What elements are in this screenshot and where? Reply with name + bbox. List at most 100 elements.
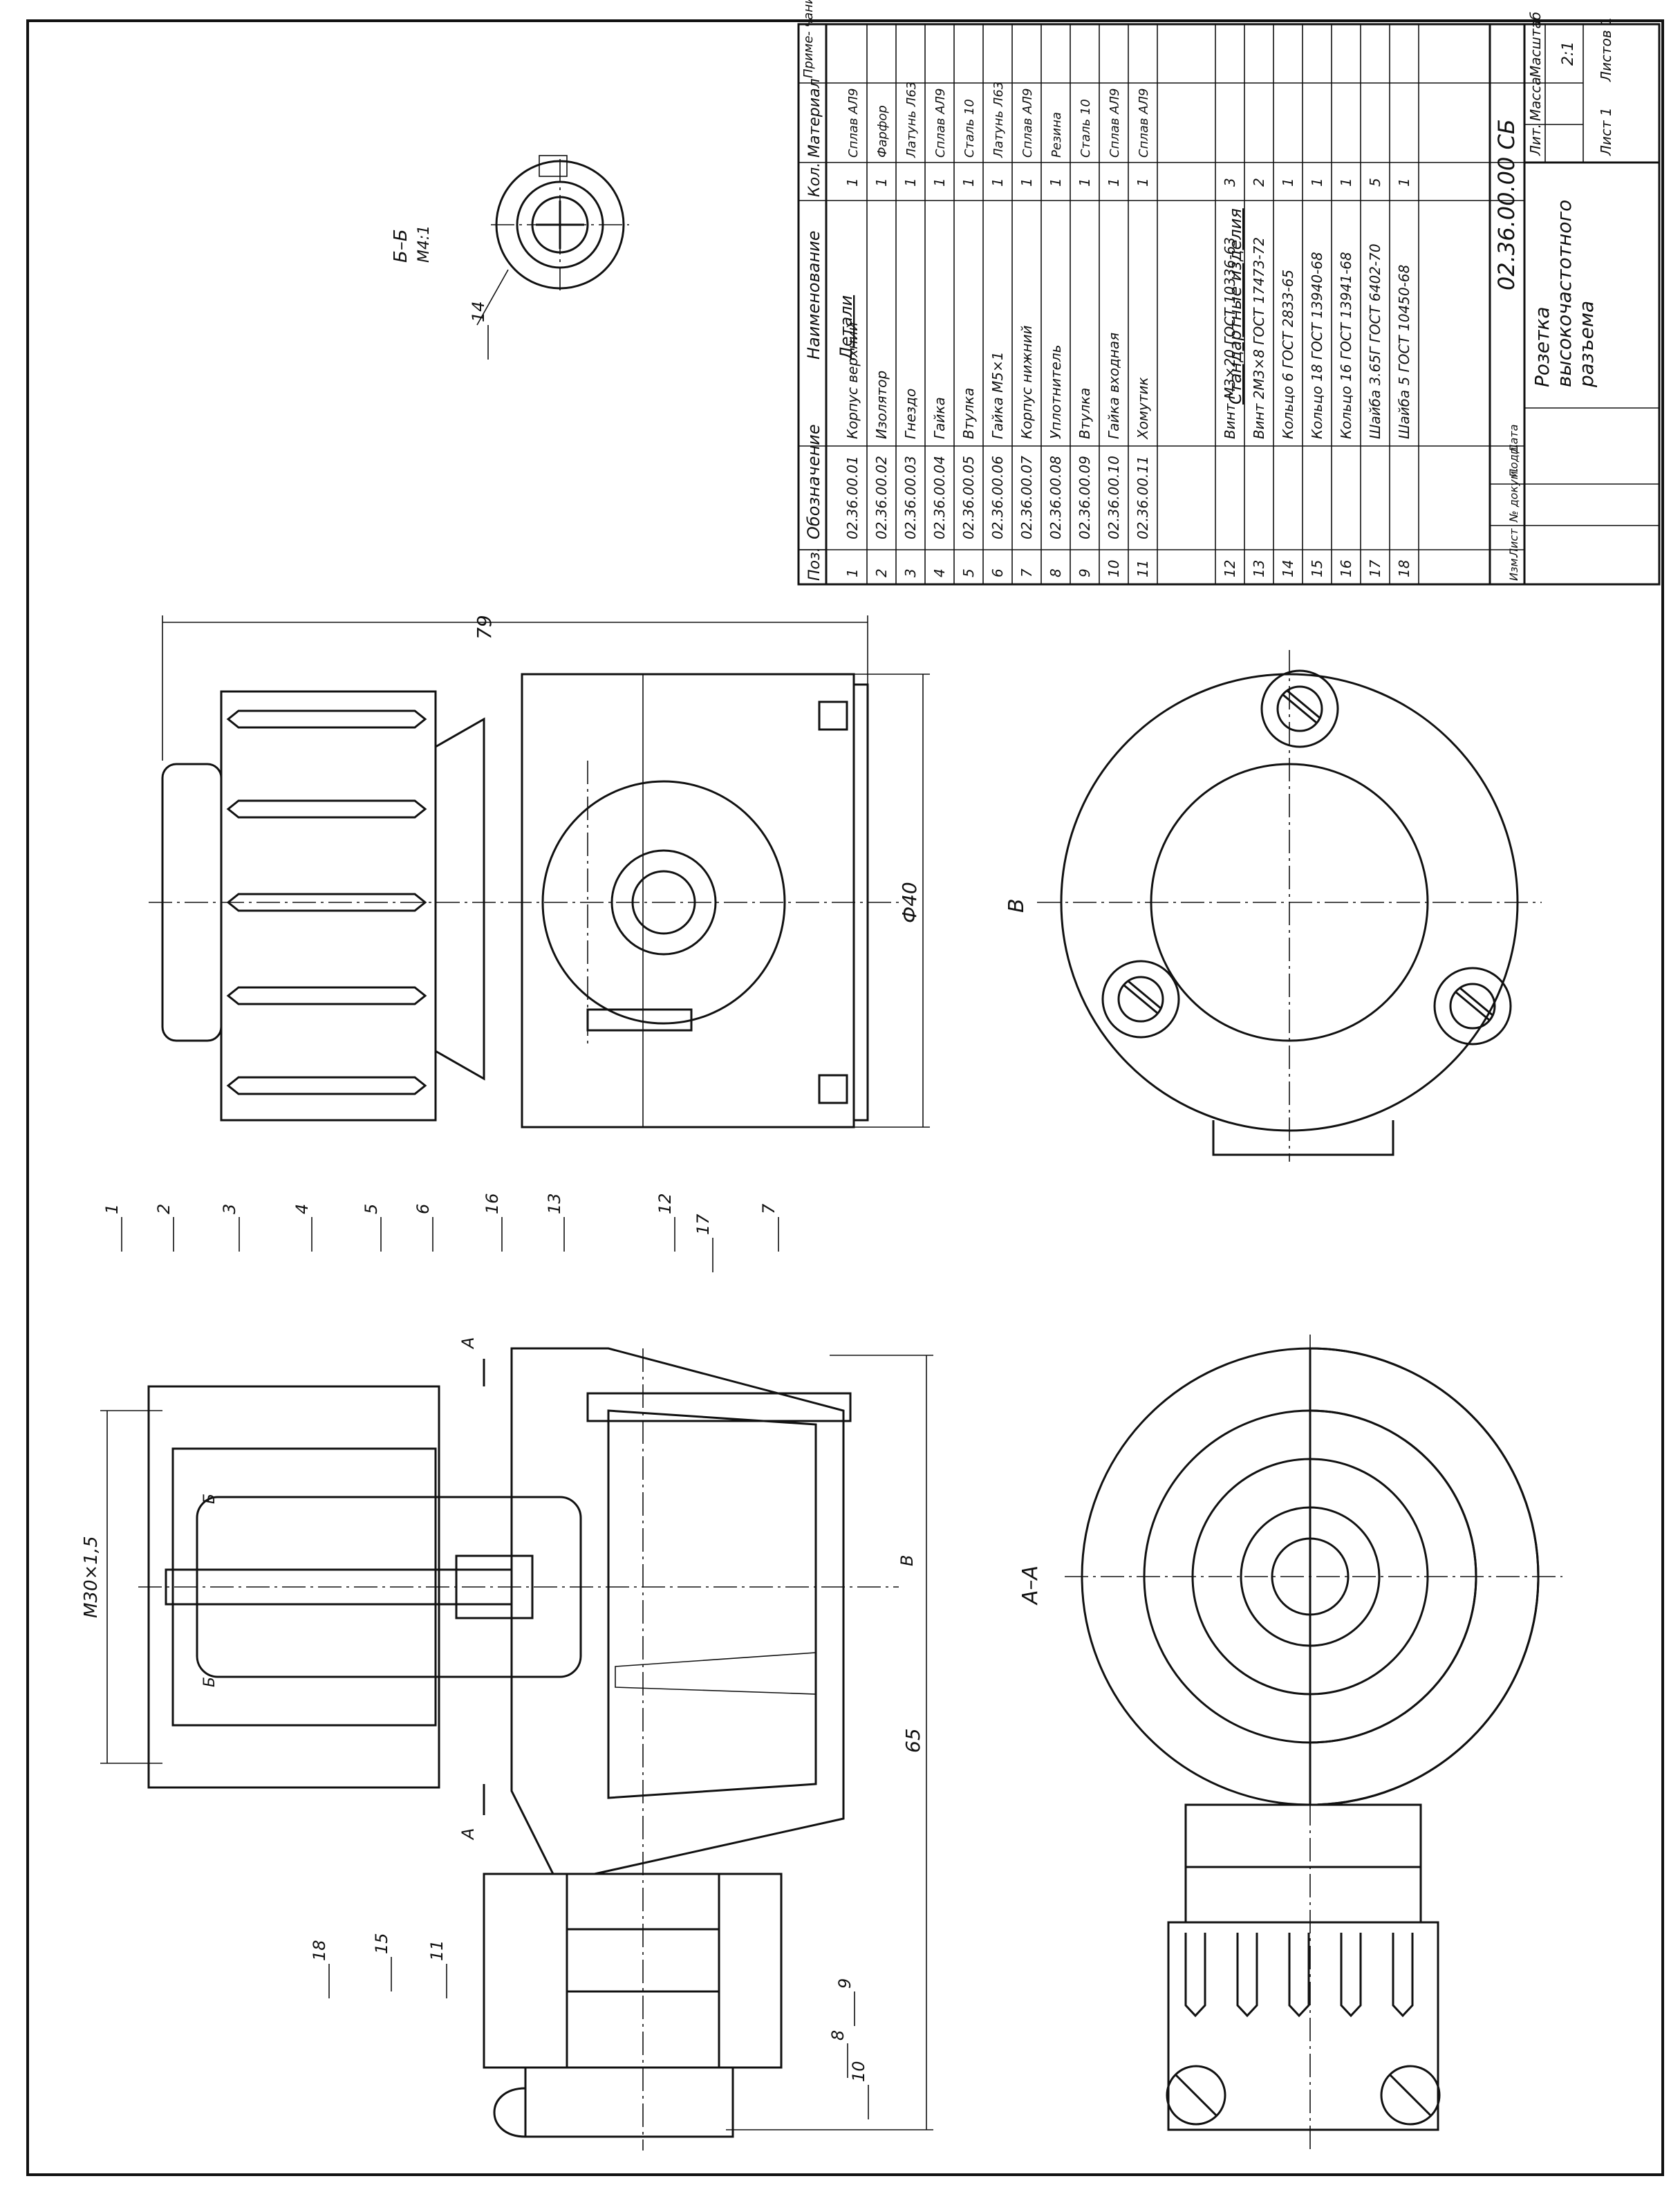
bom-name: Корпус верхний bbox=[844, 322, 861, 439]
bom-name: Кольцо 18 ГОСТ 13940-68 bbox=[1309, 252, 1325, 439]
bom-pos: 2 bbox=[873, 568, 890, 577]
callout-label: 15 bbox=[372, 1933, 392, 1991]
bom-pos: 1 bbox=[844, 568, 861, 577]
bom-pos: 18 bbox=[1396, 560, 1412, 577]
knurl-groove bbox=[226, 709, 427, 729]
svg-text:10: 10 bbox=[849, 2061, 868, 2082]
bom-pos: 9 bbox=[1076, 568, 1093, 577]
dim-79: 79 bbox=[473, 615, 496, 640]
knurl-groove bbox=[226, 986, 427, 1005]
svg-text:1: 1 bbox=[102, 1204, 122, 1214]
svg-text:9: 9 bbox=[835, 1978, 855, 1989]
callout-label: 4 bbox=[292, 1204, 312, 1252]
svg-text:17: 17 bbox=[693, 1214, 713, 1235]
bom-designation: 02.36.00.09 bbox=[1076, 456, 1093, 539]
bom-pos: 6 bbox=[989, 568, 1006, 577]
bom-pos: 8 bbox=[1047, 568, 1064, 577]
callout-label: 8 bbox=[828, 2030, 848, 2078]
side-view: 79 Ф40 bbox=[149, 615, 930, 1128]
bom-designation: 02.36.00.04 bbox=[931, 456, 948, 539]
bom-qty: 1 bbox=[1018, 178, 1035, 187]
bom-name: Винт М3×20 ГОСТ 10336-63 bbox=[1222, 237, 1238, 439]
bom-qty: 1 bbox=[902, 178, 919, 187]
callout-label: 11 bbox=[427, 1940, 447, 1998]
svg-text:18: 18 bbox=[310, 1940, 329, 1961]
bom-header-material: Материал bbox=[806, 78, 823, 158]
section-aa-label: А–А bbox=[1018, 1566, 1043, 1606]
bom-qty: 5 bbox=[1367, 178, 1383, 187]
doc-number: 02.36.00.00 СБ bbox=[1493, 119, 1520, 290]
callout-label: 10 bbox=[849, 2061, 869, 2119]
bom-material: Сплав АЛ9 bbox=[1137, 88, 1151, 158]
bom-pos: 17 bbox=[1367, 559, 1383, 577]
screw-head bbox=[1433, 967, 1512, 1046]
bom-material: Сплав АЛ9 bbox=[846, 88, 861, 158]
bom-designation: 02.36.00.02 bbox=[873, 456, 890, 539]
bom-material: Сплав АЛ9 bbox=[933, 88, 948, 158]
callout-label: 1 bbox=[102, 1204, 122, 1252]
callout-label: 6 bbox=[413, 1204, 433, 1252]
bom-material: Сплав АЛ9 bbox=[1020, 88, 1035, 158]
bom-name: Шайба 3.65Г ГОСТ 6402-70 bbox=[1367, 243, 1383, 439]
knurl-groove bbox=[226, 799, 427, 819]
bom-material: Сталь 10 bbox=[962, 99, 977, 158]
callout-label: 18 bbox=[310, 1940, 330, 1998]
dim-thread: М30×1,5 bbox=[81, 1536, 102, 1618]
bom-header-qty: Кол. bbox=[806, 162, 823, 197]
bom-designation: 02.36.00.07 bbox=[1018, 456, 1035, 539]
bom-qty: 2 bbox=[1251, 178, 1267, 187]
cut-marker-v: В bbox=[897, 1555, 917, 1566]
svg-text:2: 2 bbox=[154, 1204, 174, 1214]
bom-pos: 5 bbox=[960, 568, 977, 577]
bom-qty: 1 bbox=[1280, 178, 1296, 187]
dim-65: 65 bbox=[902, 1728, 924, 1753]
knurl-groove bbox=[1288, 1933, 1310, 2018]
bom-qty: 1 bbox=[1135, 178, 1151, 187]
callout-label: 14 bbox=[469, 301, 489, 360]
view-b-label: В bbox=[1005, 898, 1029, 913]
rev-list: Лист bbox=[1507, 528, 1520, 557]
view-b: В bbox=[1005, 650, 1542, 1162]
bom-pos: 7 bbox=[1018, 568, 1035, 577]
svg-text:4: 4 bbox=[292, 1204, 312, 1214]
bom-qty: 1 bbox=[1105, 178, 1122, 187]
bom-name: Кольцо 6 ГОСТ 2833-65 bbox=[1280, 270, 1296, 439]
scale-value: 2:1 bbox=[1560, 41, 1577, 66]
svg-text:7: 7 bbox=[759, 1203, 778, 1214]
bom-qty: 1 bbox=[873, 178, 890, 187]
callout-label: 13 bbox=[545, 1193, 565, 1252]
bom-section-parts: Детали bbox=[837, 295, 856, 360]
cut-marker-b-top: Б bbox=[201, 1494, 218, 1504]
svg-text:8: 8 bbox=[828, 2030, 848, 2041]
bom-qty: 1 bbox=[1047, 178, 1064, 187]
bom-designation: 02.36.00.03 bbox=[902, 456, 919, 539]
callout-label: 16 bbox=[483, 1193, 503, 1252]
bom-material: Латунь Л63 bbox=[991, 82, 1006, 158]
mass-label: Масса bbox=[1527, 77, 1544, 121]
callout-label: 3 bbox=[220, 1204, 240, 1252]
bom-qty: 1 bbox=[1309, 178, 1325, 187]
cut-marker-a-top: А bbox=[458, 1337, 478, 1350]
bom-name: Изолятор bbox=[873, 371, 890, 439]
dim-dia-40: Ф40 bbox=[898, 882, 921, 923]
bom-qty: 1 bbox=[960, 178, 977, 187]
knurl-groove bbox=[226, 1076, 427, 1095]
bom-designation: 02.36.00.06 bbox=[989, 456, 1006, 539]
bom-name: Шайба 5 ГОСТ 10450-68 bbox=[1396, 265, 1412, 439]
scale-label: Масштаб bbox=[1527, 12, 1544, 77]
bom-material: Латунь Л63 bbox=[904, 82, 919, 158]
screw-head bbox=[1260, 669, 1339, 748]
bom-name: Корпус нижний bbox=[1018, 325, 1035, 439]
